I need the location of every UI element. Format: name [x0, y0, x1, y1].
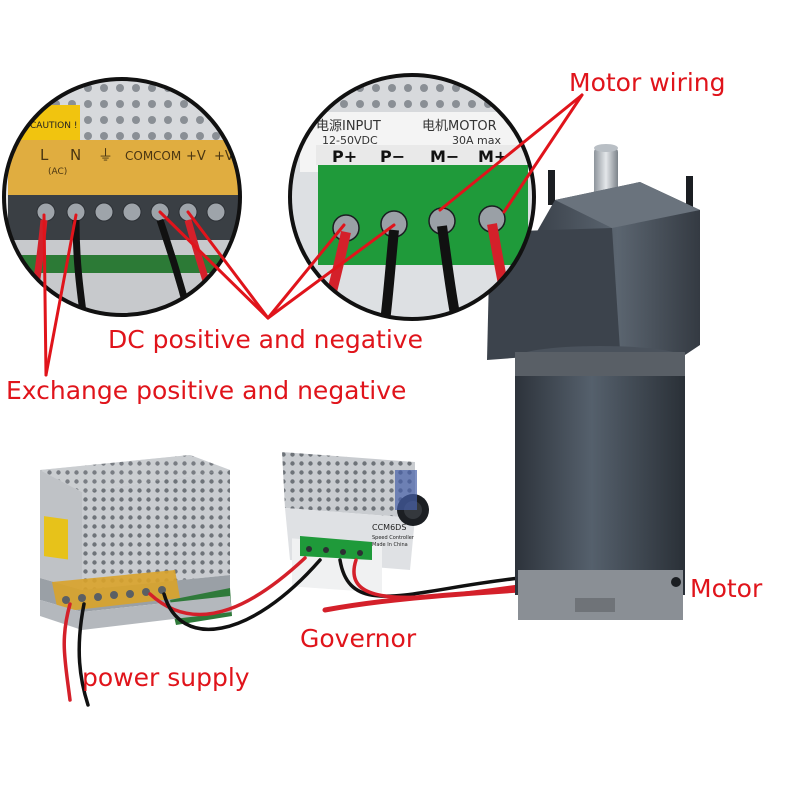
psu-terminal-label: N: [70, 146, 81, 164]
governor-terminal-zoom: 电源INPUT 电机MOTOR 12-50VDC 30A max P+ P− M…: [288, 73, 536, 321]
governor-terminal-label: M−: [430, 147, 459, 166]
psu-terminal-label: +V: [214, 149, 234, 164]
psu-caution-text: CAUTION !: [30, 121, 77, 131]
governor-terminal-label: P−: [380, 147, 405, 166]
governor-terminal-label: P+: [332, 147, 357, 166]
power-supply-unit: [40, 455, 232, 630]
governor-sub2: Made In China: [372, 542, 408, 548]
governor-motor-header: 电机MOTOR: [422, 119, 497, 134]
psu-terminal-label: ⏚: [98, 146, 113, 164]
motor-wiring-label: Motor wiring: [569, 68, 726, 97]
psu-terminal-label: +V: [186, 149, 206, 164]
exchange-label: Exchange positive and negative: [6, 376, 407, 405]
governor-sub1: Speed Controller: [372, 535, 415, 541]
annotation-lines: [42, 93, 584, 377]
motor-label: Motor: [690, 574, 763, 603]
governor-unit: [282, 452, 429, 593]
governor-model: CCM6DS: [372, 523, 406, 532]
governor-terminal-label: M+: [478, 147, 507, 166]
governor-input-header: 电源INPUT: [316, 119, 381, 134]
psu-terminal-screws: [62, 586, 166, 604]
psu-terminal-label: L: [40, 146, 49, 164]
governor-current: 30A max: [452, 134, 501, 147]
psu-terminal-label: COM: [125, 149, 153, 163]
governor-label: Governor: [300, 624, 417, 653]
psu-terminal-zoom: CAUTION ! L N ⏚ COM COM +V +V (AC): [2, 77, 242, 317]
dc-gear-motor: [487, 144, 700, 620]
dc-positive-negative-label: DC positive and negative: [108, 325, 423, 354]
bottom-wires: [62, 556, 523, 707]
power-supply-label: power supply: [82, 663, 250, 692]
governor-voltage: 12-50VDC: [322, 134, 378, 147]
psu-terminal-label: COM: [153, 149, 181, 163]
psu-ac-note: (AC): [48, 167, 67, 177]
